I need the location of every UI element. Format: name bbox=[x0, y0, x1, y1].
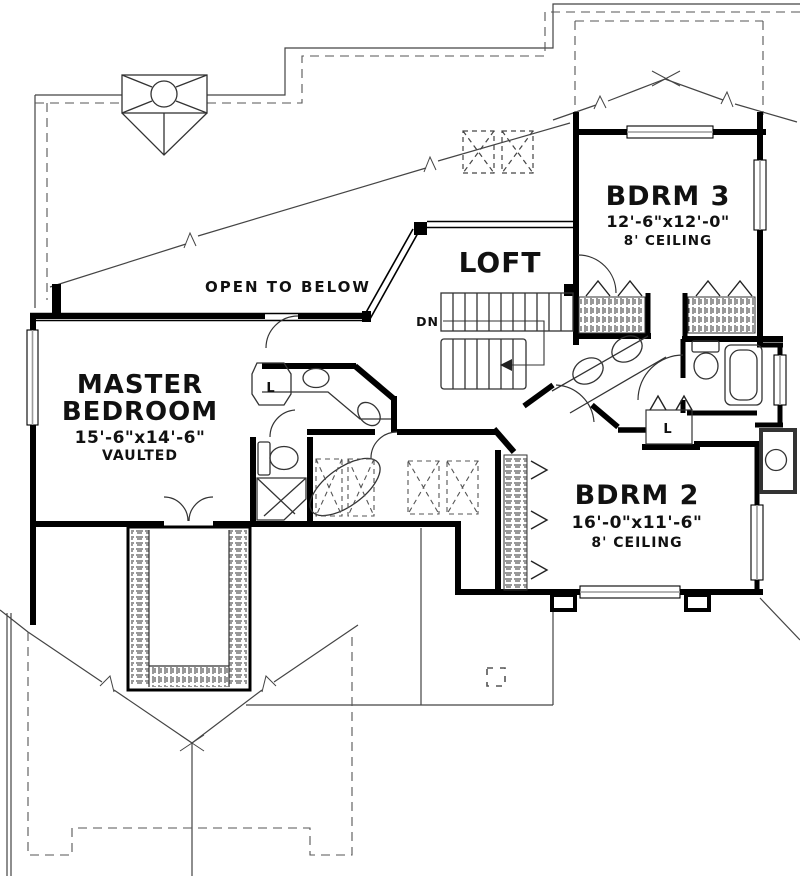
bathtub bbox=[724, 344, 763, 406]
railing-end-cap bbox=[362, 311, 371, 322]
room-label-bdrm2: BDRM 2 bbox=[575, 480, 700, 511]
hall-bath-door bbox=[637, 354, 684, 401]
whirlpool-tub bbox=[309, 457, 381, 517]
master-entry-door bbox=[265, 315, 299, 349]
closet-hatching bbox=[503, 279, 756, 591]
vanity-sink bbox=[611, 335, 643, 363]
closet-chevrons bbox=[530, 279, 753, 580]
room-label-bdrm3: BDRM 3 bbox=[606, 181, 731, 212]
toilet-bowl bbox=[269, 445, 299, 471]
deck-french-doors bbox=[163, 496, 214, 522]
stair-direction-arrow bbox=[500, 359, 512, 371]
annotation-open-to-below: OPEN TO BELOW bbox=[205, 278, 371, 296]
dashed-marker bbox=[486, 667, 506, 687]
hall-linen-closet bbox=[645, 409, 693, 445]
windows bbox=[26, 125, 787, 599]
room-dims-bdrm3: 12'-6"x12'-0" bbox=[606, 212, 729, 231]
room-label-loft: LOFT bbox=[459, 246, 542, 279]
loft-railing-post bbox=[414, 222, 427, 235]
toilet-tank bbox=[257, 441, 271, 476]
vanity-counter bbox=[551, 335, 667, 414]
room-label-master-2: BEDROOM bbox=[62, 397, 218, 427]
linen-label-hall: L bbox=[663, 422, 672, 437]
linen-closet-octagon bbox=[251, 362, 292, 406]
bdrm3-door bbox=[577, 254, 617, 294]
annotation-dn: DN bbox=[416, 314, 439, 329]
staircase bbox=[440, 292, 574, 390]
toilet-tank bbox=[691, 340, 720, 353]
roof-outline-dashed bbox=[27, 11, 800, 856]
linen-label-master: L bbox=[266, 381, 275, 396]
stair-newel-post bbox=[564, 284, 576, 296]
walls bbox=[30, 112, 783, 625]
vanity-sink bbox=[572, 357, 604, 385]
master-bath-skylights bbox=[315, 458, 479, 517]
door-swings bbox=[163, 254, 684, 522]
room-dims-master: 15'-6"x14'-6" bbox=[75, 428, 206, 448]
room-dims-bdrm2: 16'-0"x11'-6" bbox=[572, 513, 703, 533]
master-bath-door bbox=[269, 409, 296, 438]
room-note-bdrm2: 8' CEILING bbox=[591, 535, 682, 551]
bdrm3-closet-left bbox=[578, 296, 646, 334]
room-note-bdrm3: 8' CEILING bbox=[624, 233, 712, 249]
chimney bbox=[121, 74, 208, 156]
south-pilasters bbox=[550, 593, 711, 612]
room-note-master: VAULTED bbox=[102, 448, 178, 464]
bdrm2-door bbox=[555, 384, 595, 423]
vanity-sink bbox=[357, 401, 381, 427]
bathtub-inner bbox=[729, 349, 758, 401]
roof-outline-solid bbox=[0, 3, 800, 876]
toilet-bowl bbox=[693, 352, 719, 380]
chase-flue-circle bbox=[764, 448, 788, 472]
vanity-sink bbox=[302, 367, 330, 389]
shower bbox=[256, 477, 307, 521]
labels: MASTER BEDROOM 15'-6"x14'-6" VAULTED LOF… bbox=[62, 181, 731, 551]
walkin-closet-door bbox=[370, 431, 398, 459]
open-area-wall-stub bbox=[52, 284, 61, 315]
bdrm3-closet-right bbox=[687, 296, 756, 334]
room-label-master-1: MASTER bbox=[77, 370, 203, 400]
east-bump-out bbox=[759, 428, 797, 494]
master-bath bbox=[251, 362, 391, 521]
vanity-counter bbox=[262, 391, 391, 420]
bdrm2-closet-strip bbox=[503, 454, 528, 591]
hall-bath bbox=[551, 335, 797, 494]
loft-railing bbox=[30, 220, 573, 322]
deck-rail-inner bbox=[148, 530, 230, 687]
skylight-boxes bbox=[462, 130, 534, 174]
deck bbox=[126, 525, 252, 692]
